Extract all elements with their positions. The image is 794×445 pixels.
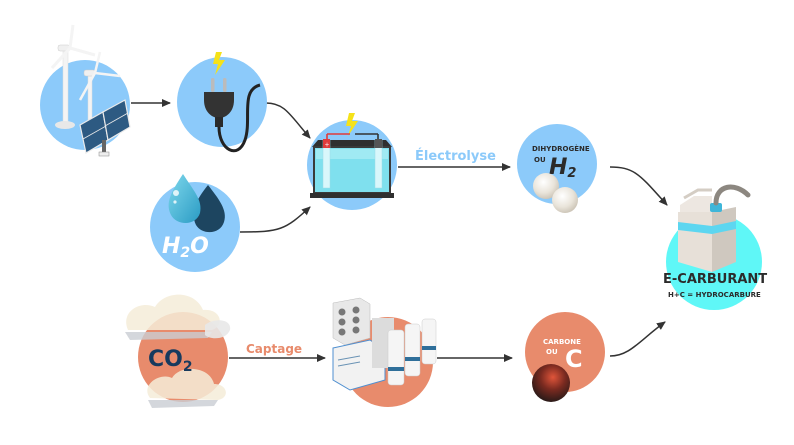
svg-text:+: + <box>325 142 330 149</box>
hydrogen-line1: DIHYDROGÈNE <box>532 144 590 153</box>
arrow-hydrogen-to-efuel <box>609 166 668 206</box>
jerrycan-icon <box>678 184 751 272</box>
wind-solar-icon <box>50 24 131 157</box>
capture-node <box>332 297 437 407</box>
co2-node: CO2 <box>125 294 231 408</box>
co2-cloud-icon <box>125 294 231 408</box>
battery-electrolyzer-icon: + <box>310 113 394 198</box>
arrow-water-to-electrolyzer <box>239 206 311 233</box>
hydrogen-line2: OU <box>534 156 546 164</box>
carbon-symbol: C <box>565 345 583 373</box>
co2-formula: CO2 <box>148 347 193 375</box>
arrow-carbon-to-efuel <box>609 321 666 357</box>
electrolyzer-node: + <box>307 113 397 210</box>
water-drop-icon <box>168 174 225 233</box>
electric-plug-icon <box>204 52 261 153</box>
carbon-node: CARBONE OU C <box>525 312 605 402</box>
water-formula: H2O <box>162 234 209 261</box>
water-node: H2O <box>150 174 240 272</box>
hydrogen-symbol: H2 <box>549 155 576 181</box>
hydrogen-node: DIHYDROGÈNE OU H2 <box>517 124 597 213</box>
efuel-node: E-CARBURANT H+C = HYDROCARBURE <box>663 184 767 310</box>
efuel-subtitle: H+C = HYDROCARBURE <box>668 291 761 299</box>
electrolyse-label: Électrolyse <box>415 148 496 164</box>
hydrogen-molecule-icon <box>533 173 578 213</box>
efuel-title: E-CARBURANT <box>663 272 767 287</box>
carbon-line2: OU <box>546 348 558 356</box>
plug-node <box>177 52 267 153</box>
arrow-plug-to-electrolyzer <box>265 102 311 139</box>
captage-label: Captage <box>246 342 302 356</box>
capture-facility-icon <box>332 297 437 391</box>
carbon-atom-icon <box>532 364 570 402</box>
renewables-node <box>40 24 131 157</box>
carbon-line1: CARBONE <box>543 338 581 346</box>
